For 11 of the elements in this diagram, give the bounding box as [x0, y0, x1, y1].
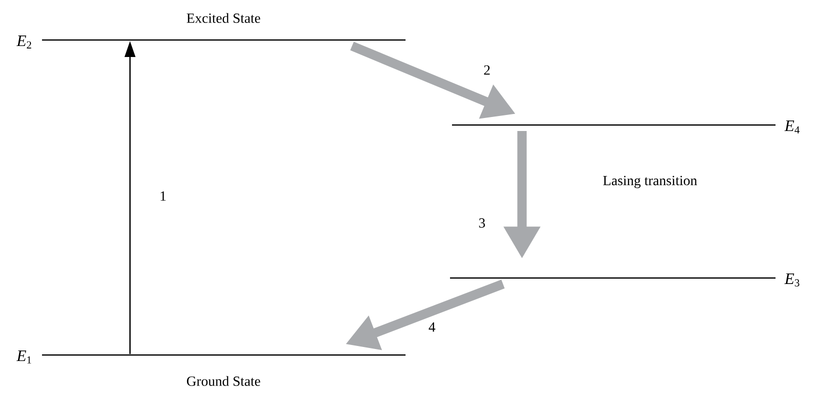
- edge-label: 4: [428, 322, 436, 332]
- level-label: E$_{3}$: [784, 274, 800, 286]
- level-label: E$_{2}$: [16, 36, 32, 48]
- edge-label: 3: [479, 218, 485, 228]
- level-label: E$_{1}$: [16, 350, 32, 364]
- level-label: E$_{4}$: [784, 120, 800, 134]
- state-label: Ground State: [186, 376, 260, 386]
- annotation-text: Lasing transition: [603, 176, 698, 188]
- edge-label: 1: [160, 191, 166, 201]
- edge-label: 2: [484, 65, 490, 75]
- state-label: Excited State: [186, 13, 260, 23]
